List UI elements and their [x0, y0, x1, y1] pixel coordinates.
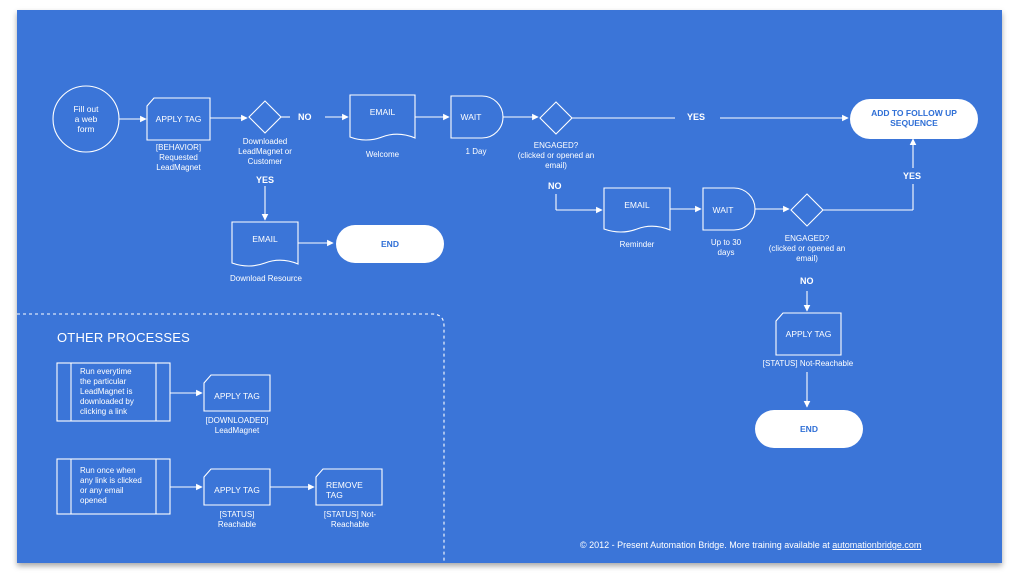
- diagram-board: [17, 10, 1002, 563]
- end-pill-2: [755, 410, 863, 448]
- edge-label-yes-3: YES: [903, 171, 922, 181]
- email-download-label: EMAIL: [252, 234, 278, 244]
- edge-label-yes-1: YES: [256, 175, 275, 185]
- edge-label-yes-2: YES: [687, 112, 706, 122]
- end-1-label: END: [381, 239, 399, 249]
- decision-node-2: [539, 101, 573, 135]
- footer-link[interactable]: automationbridge.com: [832, 540, 922, 550]
- email-node-welcome: [349, 94, 416, 141]
- apply-tag-1-label: APPLY TAG: [155, 114, 202, 124]
- other-processes-title: OTHER PROCESSES: [57, 330, 191, 345]
- process-1-apply-tag-caption: [DOWNLOADED] LeadMagnet: [205, 416, 269, 435]
- email-welcome-caption: Welcome: [365, 150, 400, 159]
- end-pill-1: [336, 225, 444, 263]
- process-2-trigger-text: Run once when any link is clicked or any…: [80, 466, 142, 505]
- footer-text: © 2012 - Present Automation Bridge. More…: [580, 540, 833, 550]
- process-1-apply-tag-label: APPLY TAG: [214, 391, 260, 401]
- wait-node-2: [702, 187, 756, 231]
- apply-tag-2-caption: [STATUS] Not-Reachable: [762, 359, 854, 368]
- apply-tag-node-2: [775, 312, 842, 356]
- edge-label-no-2: NO: [548, 181, 562, 191]
- decision-node-3: [790, 193, 824, 227]
- apply-tag-1-caption: [BEHAVIOR] Requested LeadMagnet: [155, 143, 202, 172]
- wait-2-caption: Up to 30 days: [710, 238, 742, 257]
- start-label: Fill out a web form: [73, 104, 99, 134]
- wait-1-caption: 1 Day: [465, 147, 487, 156]
- email-welcome-label: EMAIL: [369, 107, 396, 117]
- apply-tag-node-1: [146, 97, 211, 141]
- process-2-remove-tag: [315, 468, 383, 506]
- wait-1-label: WAIT: [460, 112, 482, 122]
- edge-label-no-1: NO: [298, 112, 312, 122]
- process-2-remove-tag-caption: [STATUS] Not- Reachable: [323, 510, 377, 529]
- decision-2-caption: ENGAGED? (clicked or opened an email): [517, 141, 595, 170]
- edge-label-no-3: NO: [800, 276, 814, 286]
- follow-up-pill: [850, 99, 978, 139]
- email-reminder-label: EMAIL: [624, 200, 650, 210]
- other-processes-border: [17, 313, 445, 563]
- process-2-apply-tag-label: APPLY TAG: [214, 485, 260, 495]
- email-node-download: [231, 221, 299, 267]
- footer-copyright: © 2012 - Present Automation Bridge. More…: [580, 540, 921, 550]
- decision-node-1: [248, 100, 282, 134]
- email-download-caption: Download Resource: [229, 274, 303, 283]
- decision-1-caption: Downloaded LeadMagnet or Customer: [238, 137, 292, 166]
- process-2-apply-tag-caption: [STATUS] Reachable: [217, 510, 257, 529]
- process-1-trigger-text: Run everytime the particular LeadMagnet …: [80, 367, 134, 416]
- process-2-remove-tag-label: REMOVE TAG: [326, 480, 363, 500]
- process-1-trigger-box: [56, 362, 171, 422]
- end-2-label: END: [800, 424, 818, 434]
- email-reminder-caption: Reminder: [619, 240, 655, 249]
- wait-node-1: [450, 95, 504, 139]
- decision-3-caption: ENGAGED? (clicked or opened an email): [768, 234, 846, 263]
- wait-2-label: WAIT: [712, 205, 734, 215]
- process-1-apply-tag: [203, 374, 271, 412]
- follow-up-label: ADD TO FOLLOW UP SEQUENCE: [871, 108, 957, 128]
- apply-tag-2-label: APPLY TAG: [785, 329, 832, 339]
- email-node-reminder: [603, 187, 671, 233]
